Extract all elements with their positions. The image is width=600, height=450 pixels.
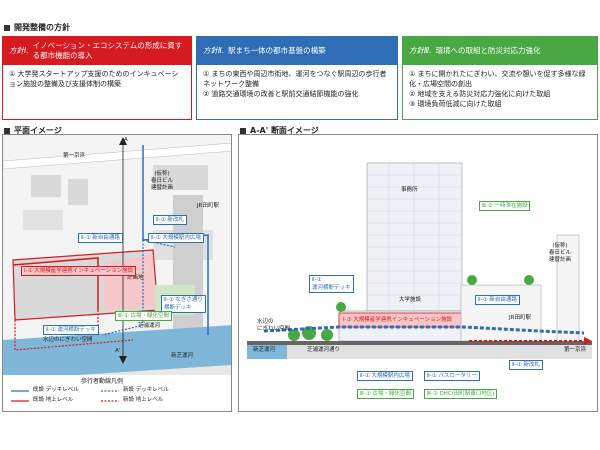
box-canal-deck: Ⅱ-① 運河横断デッキ	[43, 325, 99, 335]
label-shinshiba-canal: 新芝運河	[171, 353, 194, 359]
section-marker-a-prime: A'	[115, 348, 121, 354]
section-graphic	[247, 162, 592, 359]
policy-2-item-2: ② 道路交通環境の改善と駅前交通結節機能の強化	[203, 90, 359, 98]
label-office: 事務所	[401, 187, 418, 193]
policy-3-item-2: ② 地域を支える防災対応力強化に向けた取組	[409, 90, 551, 98]
box-station-plaza: Ⅱ-① 大規模駅内広場	[148, 233, 204, 243]
box-new-ticket-gate: Ⅱ-① 新改札	[509, 360, 543, 370]
legend-new-deck: 新設 デッキレベル	[123, 387, 169, 393]
label-shibaura-canal-street: 芝浦運河通り	[307, 347, 341, 353]
label-waterfront: 水辺の にぎわい空間	[257, 319, 291, 332]
label-project-site: 計画地	[127, 275, 144, 281]
legend-new-ground: 新設 地上レベル	[123, 397, 164, 403]
label-kasuga-building: (仮称) 春日ビル 建替計画	[549, 243, 572, 263]
square-bullet-icon	[4, 24, 10, 31]
section-header-section: A-A' 断面イメージ	[240, 125, 319, 136]
policy-3-item-1: ① まちに開かれたにぎわい、交流や憩いを促す多様な緑化・広場空間の創出	[409, 70, 586, 88]
box-new-ticket-gate: Ⅱ-① 新改札	[153, 215, 187, 225]
policy-3-number: 方針Ⅲ.	[409, 46, 432, 55]
label-university: 大学施設	[399, 297, 422, 303]
label-shibaura-canal: 芝浦運河	[138, 323, 161, 329]
box-new-free-passage: Ⅱ-① 新自由通路	[475, 295, 520, 305]
box-canal-deck: Ⅱ-① 運河横断デッキ	[309, 275, 354, 293]
box-nagisa-deck: Ⅱ-① なぎさ通り 横断デッキ	[161, 295, 206, 313]
policy-1-card: 方針Ⅰ.イノベーション・エコシステムの形成に資する都市機能の導入 ① 大学発スタ…	[2, 36, 192, 120]
policy-1-number: 方針Ⅰ.	[9, 46, 29, 55]
legend-title: 歩行者動線凡例	[81, 378, 124, 385]
policy-2-item-1: ① まちの東西や周辺市街地、運河をつなぐ駅周辺の歩行者ネットワーク整備	[203, 70, 387, 88]
label-shinshiba-canal: 新芝運河	[253, 347, 276, 353]
legend-existing-deck: 既設 デッキレベル	[33, 387, 79, 393]
box-temporary-shelter: Ⅲ-② 一時滞在施設	[479, 201, 531, 211]
box-incubation-facility: Ⅰ-① 大規模産学連携インキュベーション施設	[21, 266, 137, 276]
section-diagram: 事務所 大学施設 (仮称) 春日ビル 建替計画 JR田町駅 水辺の にぎわい空間…	[238, 134, 598, 412]
box-dhc: Ⅲ-③ DHC(田町駅東口地区)	[424, 389, 498, 399]
square-bullet-icon	[4, 127, 10, 134]
label-kasuga-building: (仮称) 春日ビル 建替計画	[151, 171, 174, 191]
policy-1-item-1: ① 大学発スタートアップ支援のためのインキュベーション施設の整備及び支援体制の構…	[9, 70, 179, 88]
section-header-plan: 平面イメージ	[4, 125, 62, 136]
box-station-plaza: Ⅱ-① 大規模駅内広場	[357, 371, 413, 381]
policy-2-number: 方針Ⅱ.	[203, 46, 225, 55]
section-marker-a: A	[124, 137, 128, 143]
box-new-free-passage: Ⅱ-① 新自由通路	[78, 233, 123, 243]
policy-3-card: 方針Ⅲ.環境への取組と防災対応力強化 ① まちに開かれたにぎわい、交流や憩いを促…	[402, 36, 598, 120]
label-jr-tamachi: JR田町駅	[197, 203, 219, 209]
label-daiichi-keihin: 第一京浜	[564, 347, 587, 353]
box-bus-rotary: Ⅱ-② バスロータリー	[424, 371, 480, 381]
policy-3-item-3: ③ 環境負荷低減に向けた取組	[409, 100, 502, 108]
label-jr-tamachi: JR田町駅	[509, 315, 531, 321]
box-plaza-greenery: Ⅲ-① 広場・緑化空間	[115, 311, 172, 321]
box-incubation-facility: Ⅰ-① 大規模産学連携インキュベーション施設	[343, 317, 453, 323]
box-plaza-greenery: Ⅲ-① 広場・緑化空間	[357, 389, 414, 399]
section-header-policies: 開発整備の方針	[4, 22, 70, 33]
label-waterfront: 水辺のにぎわい空間	[43, 337, 93, 343]
policy-3-title: 環境への取組と防災対応力強化	[435, 46, 541, 55]
policy-2-title: 駅まち一体の都市基盤の構築	[228, 46, 326, 55]
label-daiichi-keihin: 第一京浜	[63, 153, 86, 159]
legend-existing-ground: 既設 地上レベル	[33, 397, 74, 403]
policy-1-title: イノベーション・エコシステムの形成に資する都市機能の導入	[32, 41, 183, 60]
plan-map: A A' 第一京浜 (仮称) 春日ビル 建替計画 JR田町駅 計画地 芝浦運河 …	[2, 134, 232, 412]
square-bullet-icon	[240, 127, 246, 134]
policy-2-card: 方針Ⅱ.駅まち一体の都市基盤の構築 ① まちの東西や周辺市街地、運河をつなぐ駅周…	[196, 36, 398, 120]
